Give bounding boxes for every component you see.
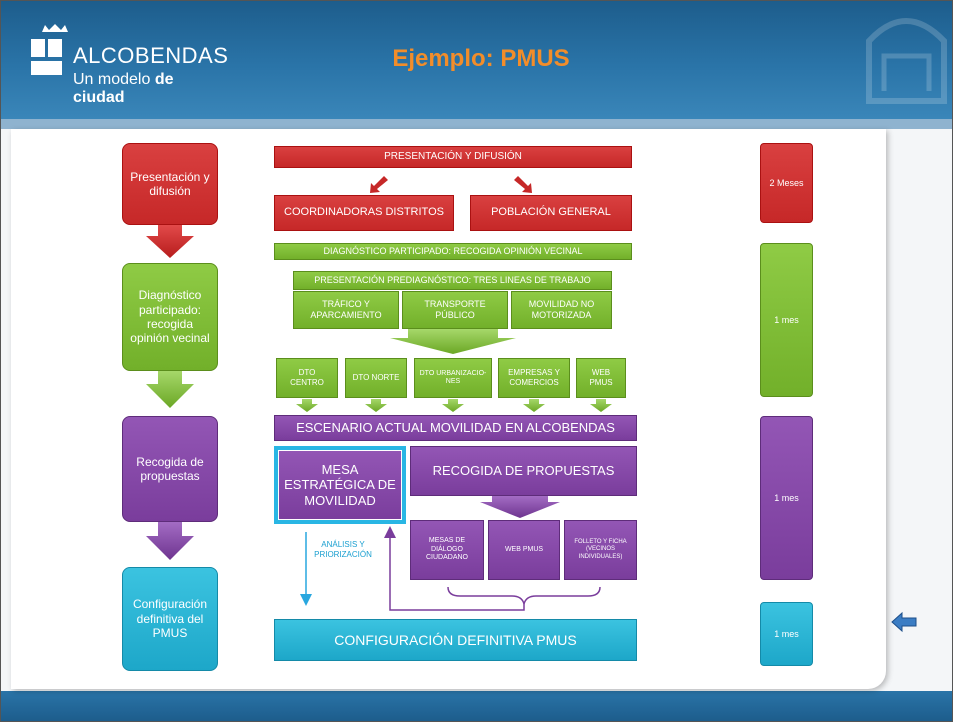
logo-tagline: Un modelo de ciudad [73,71,174,106]
flow-line-transporte: TRANSPORTE PÚBLICO [402,291,508,329]
flow-line-movilidad: MOVILIDAD NO MOTORIZADA [511,291,612,329]
channel-folleto: FOLLETO Y FICHA (VECINOS INDIVIDUALES) [564,520,637,580]
district-empresas: EMPRESAS Y COMERCIOS [498,358,570,398]
phase-presentacion: Presentación y difusión [122,143,218,225]
alcobendas-logo: ALCOBENDAS Un modelo de ciudad [23,23,228,108]
flow-escenario: ESCENARIO ACTUAL MOVILIDAD EN ALCOBENDAS [274,415,637,441]
duration-diagnostico: 1 mes [760,243,813,397]
channel-web: WEB PMUS [488,520,560,580]
logo-name: ALCOBENDAS [73,43,229,68]
district-urbanizaciones: DTO URBANIZACIO-NES [414,358,492,398]
flow-poblacion: POBLACIÓN GENERAL [470,195,632,231]
crown-icon [42,24,68,32]
phase-recogida: Recogida de propuestas [122,416,218,522]
duration-recogida: 1 mes [760,416,813,580]
flow-line-trafico: TRÁFICO Y APARCAMIENTO [293,291,399,329]
flow-diagnostico: DIAGNÓSTICO PARTICIPADO: RECOGIDA OPINIÓ… [274,243,632,260]
district-web: WEB PMUS [576,358,626,398]
header-bar [1,1,952,119]
slide-title: Ejemplo: PMUS [392,45,570,72]
phase-configuracion: Configuración definitiva del PMUS [122,567,218,671]
district-centro: DTO CENTRO [276,358,338,398]
duration-presentacion: 2 Meses [760,143,813,223]
flow-recogida: RECOGIDA DE PROPUESTAS [410,446,637,496]
footer-bar [1,691,952,721]
header-stripe [1,119,952,129]
flow-mesa-estrategica: MESA ESTRATÉGICA DE MOVILIDAD [274,446,406,524]
crest-watermark-icon [866,18,947,104]
flow-coordinadoras: COORDINADORAS DISTRITOS [274,195,454,231]
flow-configuracion: CONFIGURACIÓN DEFINITIVA PMUS [274,619,637,661]
flow-prediagnostico: PRESENTACIÓN PREDIAGNÓSTICO: TRES LINEAS… [293,271,612,290]
flow-presentacion: PRESENTACIÓN Y DIFUSIÓN [274,146,632,168]
district-norte: DTO NORTE [345,358,407,398]
analisis-label: ANÁLISIS Y PRIORIZACIÓN [314,540,372,559]
channel-mesas: MESAS DE DIÁLOGO CIUDADANO [410,520,484,580]
back-nav-button[interactable] [886,606,922,638]
phase-diagnostico: Diagnóstico participado: recogida opinió… [122,263,218,371]
duration-configuracion: 1 mes [760,602,813,666]
